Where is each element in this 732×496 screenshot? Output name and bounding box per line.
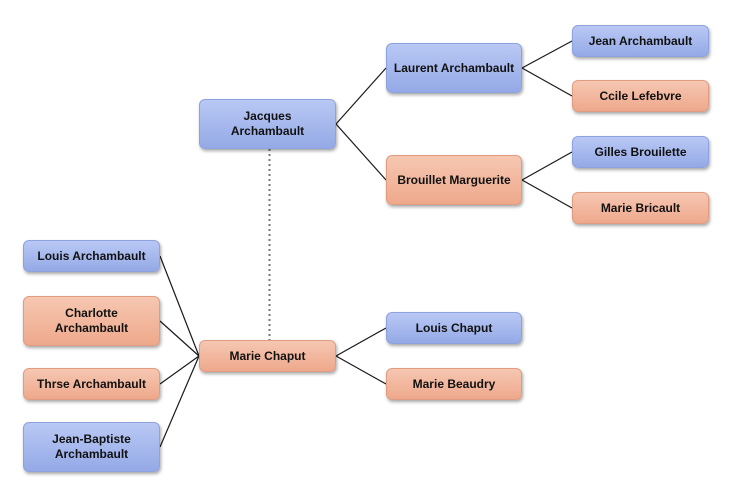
person-brouillet-marguerite[interactable]: Brouillet Marguerite — [386, 155, 522, 205]
person-gilles-brouilette[interactable]: Gilles Brouilette — [572, 136, 709, 168]
person-laurent-archambault[interactable]: Laurent Archambault — [386, 43, 522, 93]
link-marie-charlotte — [159, 320, 200, 357]
link-marie-louisc — [335, 327, 387, 357]
person-jean-baptiste-archambault[interactable]: Jean-Baptiste Archambault — [23, 422, 160, 472]
link-marie-thrse — [159, 355, 200, 385]
person-marie-beaudry[interactable]: Marie Beaudry — [386, 368, 522, 400]
person-marie-bricault[interactable]: Marie Bricault — [572, 192, 709, 224]
link-laurent-ccile — [521, 67, 573, 97]
person-louis-chaput[interactable]: Louis Chaput — [386, 312, 522, 344]
person-ccile-lefebvre[interactable]: Ccile Lefebvre — [572, 80, 709, 112]
person-jacques-archambault[interactable]: Jacques Archambault — [199, 99, 336, 149]
person-louis-archambault[interactable]: Louis Archambault — [23, 240, 160, 272]
person-marie-chaput[interactable]: Marie Chaput — [199, 340, 336, 372]
link-jacques-brouillet — [335, 123, 387, 181]
link-marie-louisa — [159, 255, 200, 357]
link-marie-jeanbaptiste — [159, 355, 200, 448]
link-brouillet-gilles — [521, 151, 573, 181]
link-brouillet-mbricault — [521, 179, 573, 209]
person-thrse-archambault[interactable]: Thrse Archambault — [23, 368, 160, 400]
person-charlotte-archambault[interactable]: Charlotte Archambault — [23, 296, 160, 346]
person-jean-archambault[interactable]: Jean Archambault — [572, 25, 709, 57]
link-laurent-jean — [521, 40, 573, 69]
link-marie-mbeaudry — [335, 355, 387, 385]
link-jacques-laurent — [335, 67, 387, 125]
